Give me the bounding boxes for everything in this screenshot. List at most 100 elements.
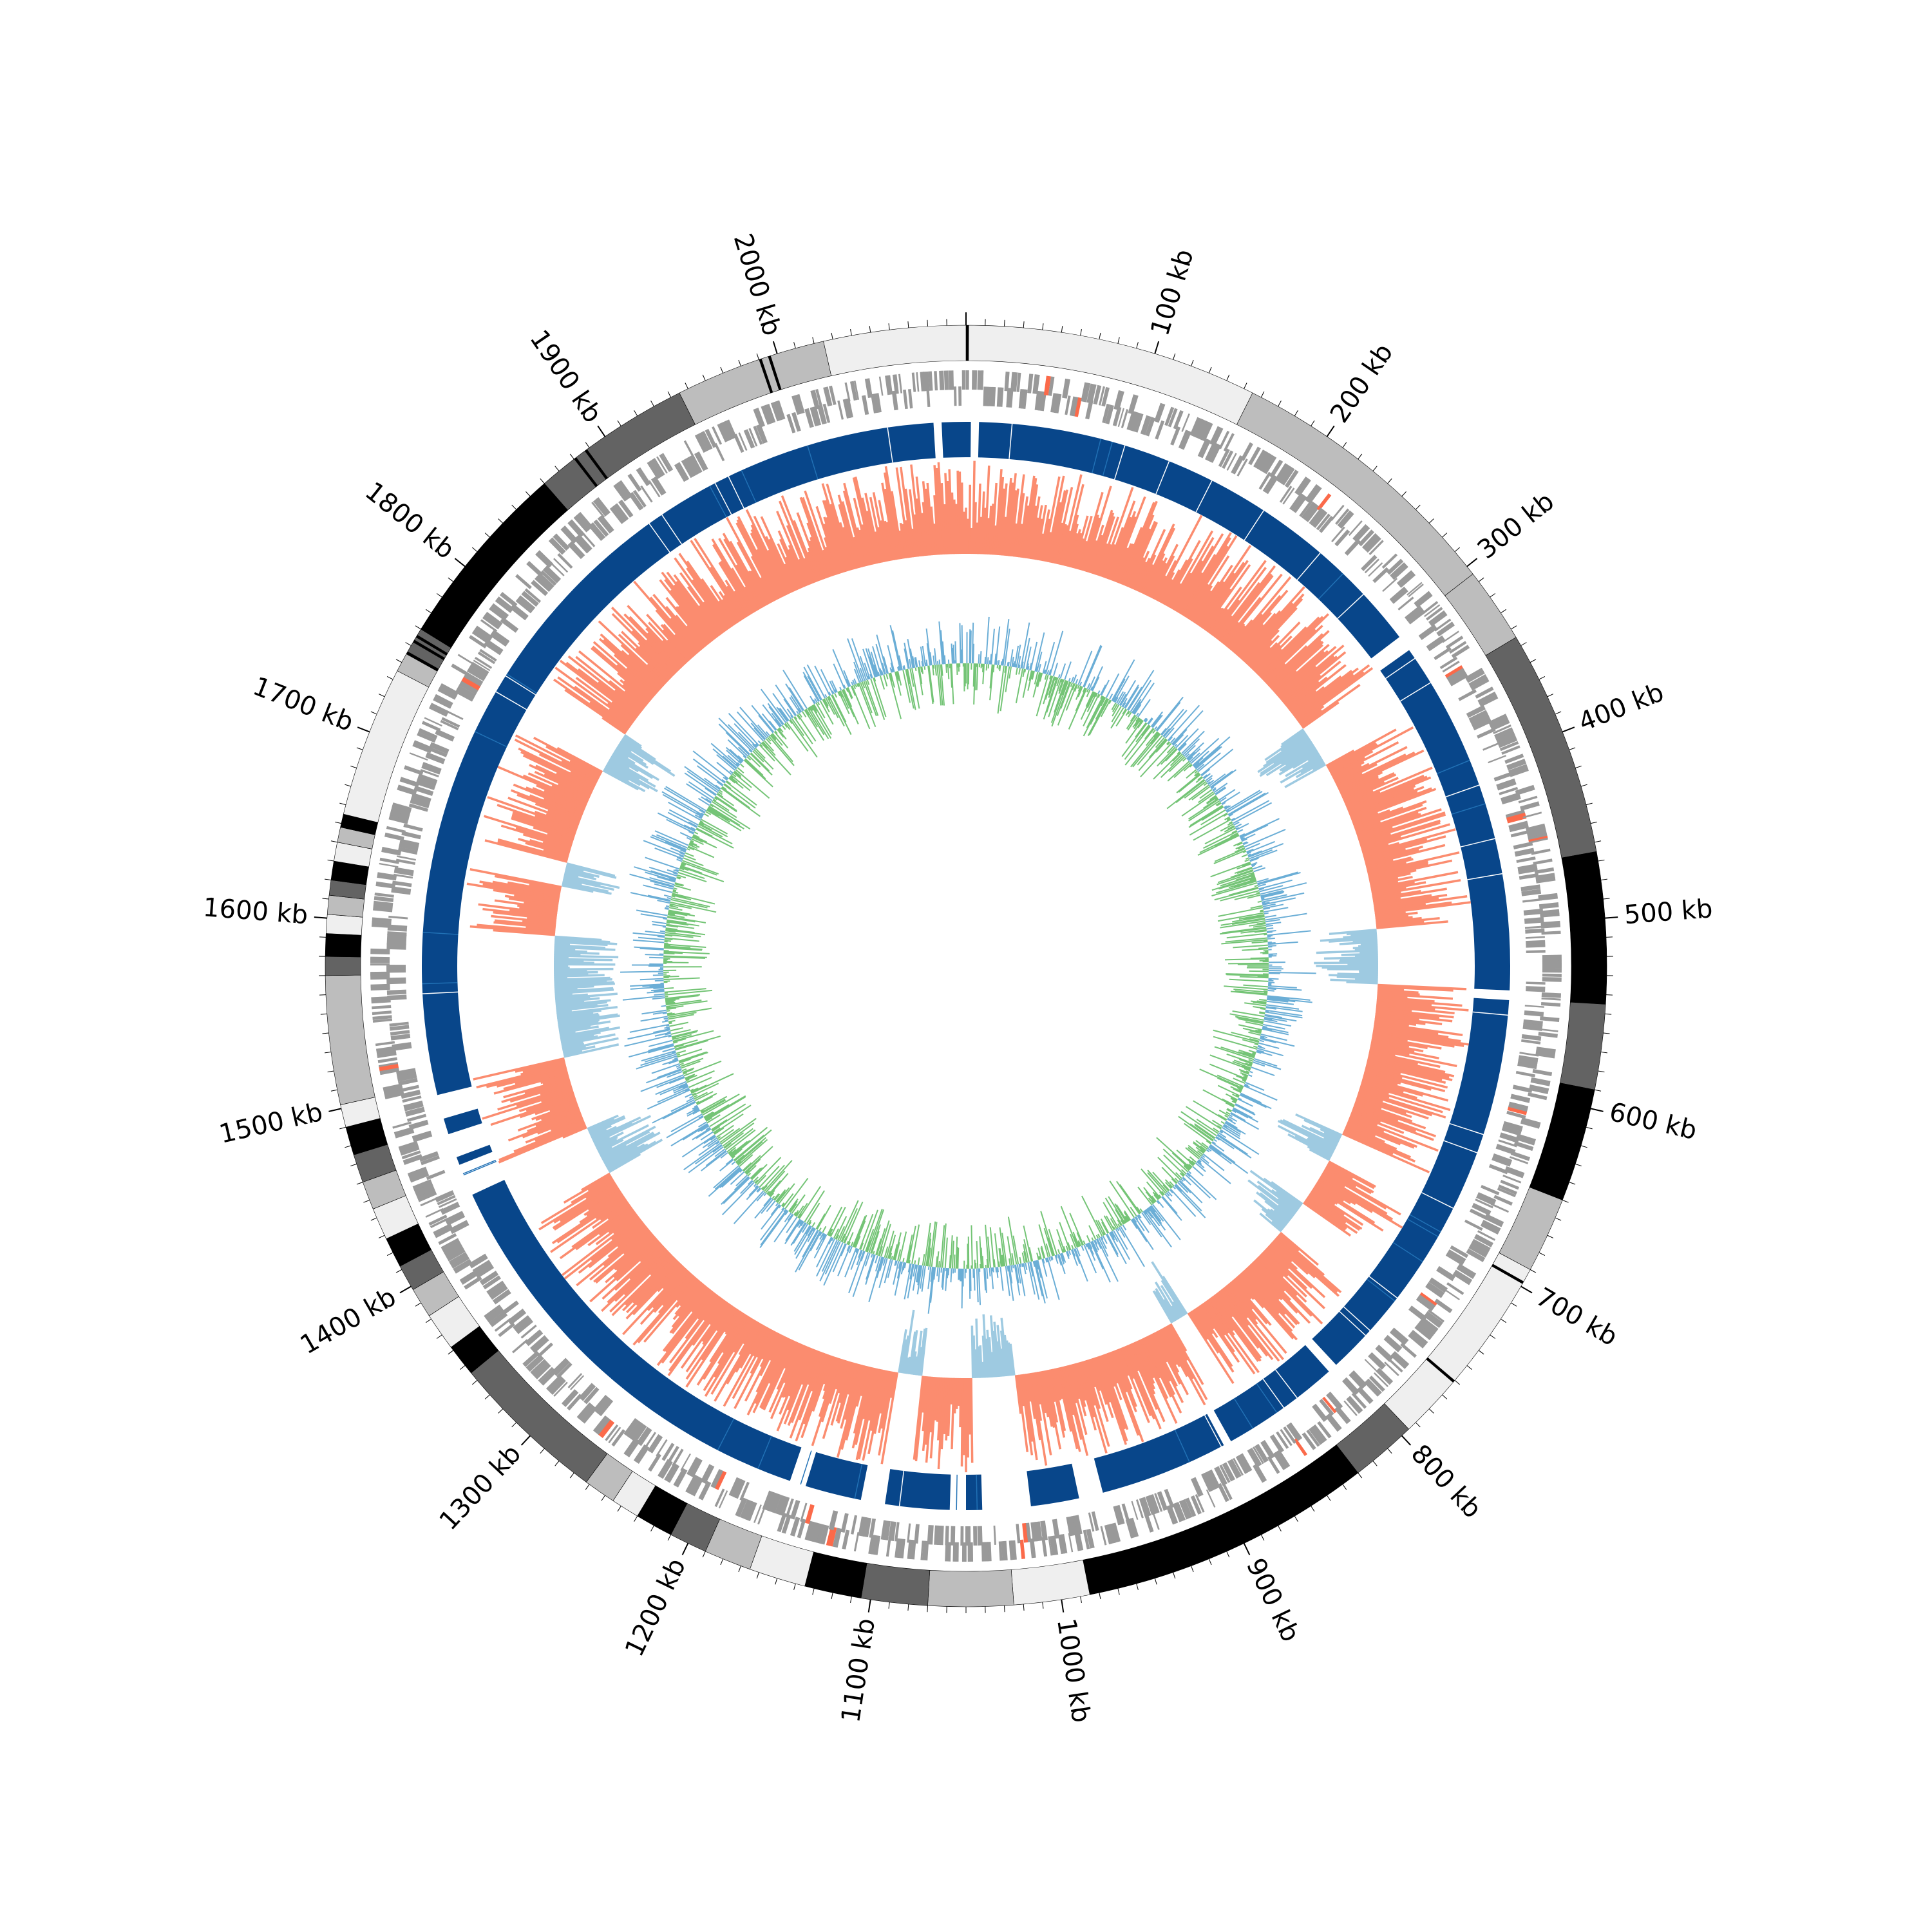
skew-positive-bar	[784, 556, 801, 589]
skew-positive-bar	[840, 1363, 860, 1429]
skew-negative-bar	[1307, 1136, 1335, 1152]
skew-positive-bar	[1374, 901, 1471, 916]
gc-below-bar	[734, 770, 741, 777]
skew-positive-bar	[886, 522, 895, 561]
skew-positive-bar	[507, 1112, 582, 1142]
coverage-stripe	[1460, 838, 1495, 848]
gene-feature	[1074, 397, 1082, 417]
gc-below-bar	[1031, 670, 1035, 680]
gc-above-bar	[1213, 782, 1228, 793]
gc-above-bar	[1178, 742, 1187, 751]
gc-above-bar	[657, 812, 696, 832]
gc-below-bar	[835, 1235, 839, 1240]
skew-positive-bar	[1325, 749, 1355, 767]
skew-positive-bar	[579, 1193, 623, 1224]
gc-below-bar	[743, 1155, 761, 1172]
skew-positive-bar	[677, 605, 710, 645]
gc-below-bar	[1245, 1021, 1264, 1027]
gene-feature	[804, 1520, 815, 1541]
gc-above-bar	[1187, 748, 1201, 761]
tick-label: 1200 kb	[620, 1554, 692, 1662]
gc-above-bar	[708, 1167, 741, 1197]
gene-feature	[1522, 898, 1542, 903]
gc-above-bar	[682, 1085, 688, 1089]
minor-tick	[1099, 1593, 1101, 1600]
gc-above-bar	[784, 1210, 789, 1216]
skew-positive-bar	[497, 766, 587, 806]
skew-positive-bar	[873, 1370, 889, 1434]
gene-feature	[1513, 1141, 1534, 1151]
gene-feature	[786, 413, 796, 433]
gc-below-bar	[714, 796, 737, 813]
gc-below-bar	[879, 675, 886, 690]
gc-below-bar	[1254, 1043, 1259, 1046]
gene-feature	[486, 1307, 505, 1323]
gene-feature	[1233, 1457, 1244, 1476]
gc-below-bar	[999, 1248, 1003, 1267]
gc-below-bar	[665, 928, 695, 934]
gc-above-bar	[1267, 995, 1311, 1001]
gc-above-bar	[1235, 1104, 1256, 1116]
gene-feature	[1034, 390, 1041, 411]
gc-above-bar	[755, 743, 759, 747]
skew-negative-bar	[558, 1020, 611, 1031]
gc-above-bar	[991, 1267, 994, 1272]
minor-tick	[363, 1200, 370, 1203]
gc-above-bar	[1113, 1230, 1131, 1260]
skew-positive-bar	[1240, 1271, 1280, 1314]
skew-positive-bar	[1095, 543, 1108, 576]
skew-positive-bar	[553, 1187, 620, 1231]
skew-negative-bar	[557, 1012, 599, 1021]
gene-feature	[421, 721, 441, 732]
gene-feature	[1524, 1010, 1544, 1017]
gene-feature	[567, 519, 585, 538]
skew-positive-bar	[1193, 1309, 1233, 1367]
gc-below-bar	[917, 667, 923, 696]
gene-feature	[413, 785, 434, 797]
skew-negative-bar	[918, 1329, 926, 1376]
skew-positive-bar	[609, 708, 632, 726]
gene-feature	[1037, 391, 1046, 412]
skew-positive-bar	[1374, 901, 1452, 914]
skew-positive-bar	[1355, 1099, 1382, 1110]
gc-above-bar	[1245, 842, 1260, 851]
gc-above-bar	[1029, 1262, 1034, 1277]
gc-below-bar	[1217, 912, 1264, 922]
gc-below-bar	[682, 1067, 695, 1074]
skew-positive-bar	[1376, 1003, 1435, 1011]
skew-positive-bar	[798, 558, 811, 585]
gene-feature	[597, 515, 614, 534]
gene-feature	[1436, 1265, 1456, 1282]
gc-below-bar	[1218, 1113, 1227, 1121]
gene-feature	[878, 376, 884, 396]
gc-above-bar	[1244, 1083, 1249, 1086]
skew-negative-bar	[1155, 1288, 1177, 1322]
gene-feature	[484, 1304, 502, 1319]
gc-below-bar	[1134, 718, 1141, 726]
gene-feature	[1391, 588, 1408, 604]
gc-below-bar	[831, 694, 852, 735]
minor-tick	[793, 1584, 796, 1590]
skew-positive-bar	[1362, 842, 1400, 855]
gc-above-bar	[760, 688, 787, 723]
gene-feature	[853, 1532, 860, 1552]
gc-below-bar	[989, 664, 994, 701]
gene-feature	[1312, 1403, 1328, 1421]
gc-above-bar	[1060, 1253, 1065, 1262]
skew-positive-bar	[1264, 663, 1286, 684]
gc-below-bar	[1112, 1226, 1116, 1230]
gc-above-bar	[1265, 913, 1307, 921]
skew-positive-bar	[1346, 774, 1425, 810]
gc-below-bar	[1202, 798, 1219, 810]
gc-below-bar	[1239, 1058, 1253, 1065]
gene-feature	[1112, 406, 1122, 426]
gc-above-bar	[859, 667, 866, 681]
gc-above-bar	[1264, 914, 1277, 918]
minor-tick	[425, 609, 431, 614]
gene-feature	[643, 1432, 657, 1449]
gc-above-bar	[1237, 829, 1244, 833]
gene-feature	[804, 1504, 815, 1524]
gc-above-bar	[860, 1251, 866, 1262]
gc-below-bar	[811, 705, 818, 714]
skew-positive-bar	[822, 1356, 837, 1392]
